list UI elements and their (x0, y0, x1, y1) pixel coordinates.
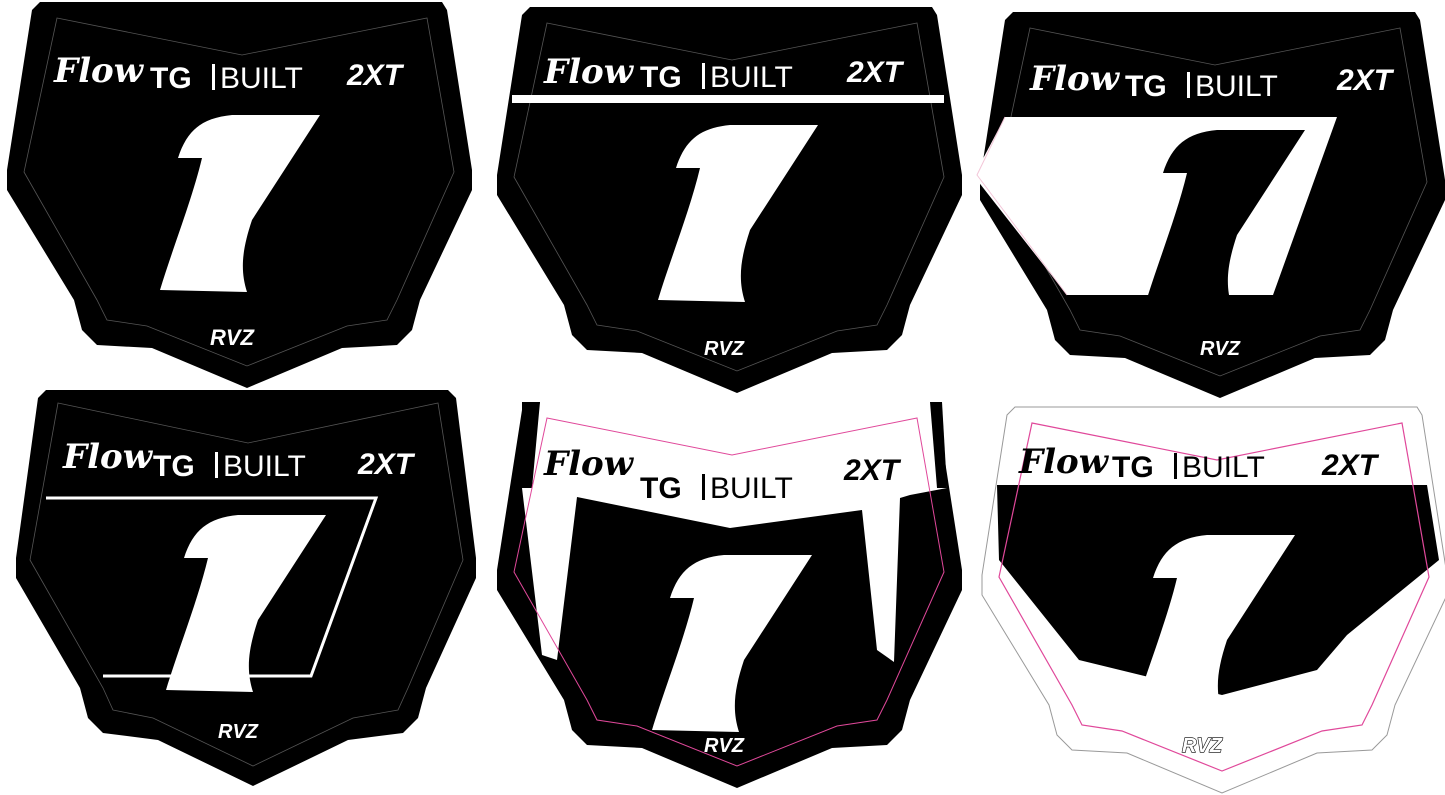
flow-logo: Flow (53, 51, 145, 91)
tg-logo: TG (640, 61, 682, 94)
tg-logo: TG (640, 472, 682, 505)
rvz-logo: RVZ (704, 735, 745, 757)
logo-divider (1187, 72, 1190, 98)
2xt-logo: 2XT (357, 448, 416, 481)
2xt-logo: 2XT (846, 56, 905, 89)
logo-divider (1174, 453, 1177, 479)
logo-divider (212, 64, 215, 90)
2xt-logo: 2XT (1321, 449, 1380, 482)
flow-logo: Flow (1018, 442, 1110, 482)
rvz-logo: RVZ (704, 338, 745, 360)
number-plate-3: Flow TG BUILT 2XT RVZ (975, 10, 1445, 400)
tg-logo: TG (1112, 451, 1154, 484)
built-logo: BUILT (1182, 451, 1265, 484)
flow-logo: Flow (1029, 59, 1121, 99)
rvz-logo: RVZ (218, 721, 259, 743)
flow-logo: Flow (543, 444, 635, 484)
flow-logo: Flow (543, 52, 635, 92)
number-plate-1: Flow TG BUILT 2XT RVZ (2, 0, 472, 390)
2xt-logo: 2XT (843, 454, 902, 487)
built-logo: BUILT (710, 472, 793, 505)
number-plate-4: Flow TG BUILT 2XT RVZ (8, 388, 478, 788)
built-logo: BUILT (1195, 70, 1278, 103)
logo-divider (702, 63, 705, 89)
2xt-logo: 2XT (346, 59, 405, 92)
rvz-logo: RVZ (1200, 338, 1241, 360)
number-plate-2: Flow TG BUILT 2XT RVZ (492, 5, 962, 395)
tg-logo: TG (153, 450, 195, 483)
logo-divider (215, 452, 218, 478)
built-logo: BUILT (223, 450, 306, 483)
number-plate-6: Flow TG BUILT 2XT RVZ (977, 405, 1445, 795)
number-plate-5: Flow TG BUILT 2XT RVZ (492, 400, 962, 790)
white-stripe (512, 95, 944, 103)
white-top-band (522, 402, 947, 662)
built-logo: BUILT (220, 62, 303, 95)
2xt-logo: 2XT (1336, 64, 1395, 97)
built-logo: BUILT (710, 61, 793, 94)
tg-logo: TG (1125, 70, 1167, 103)
logo-divider (702, 474, 705, 500)
rvz-logo: RVZ (1182, 735, 1223, 757)
flow-logo: Flow (62, 437, 154, 477)
tg-logo: TG (150, 62, 192, 95)
rvz-logo: RVZ (210, 325, 256, 350)
